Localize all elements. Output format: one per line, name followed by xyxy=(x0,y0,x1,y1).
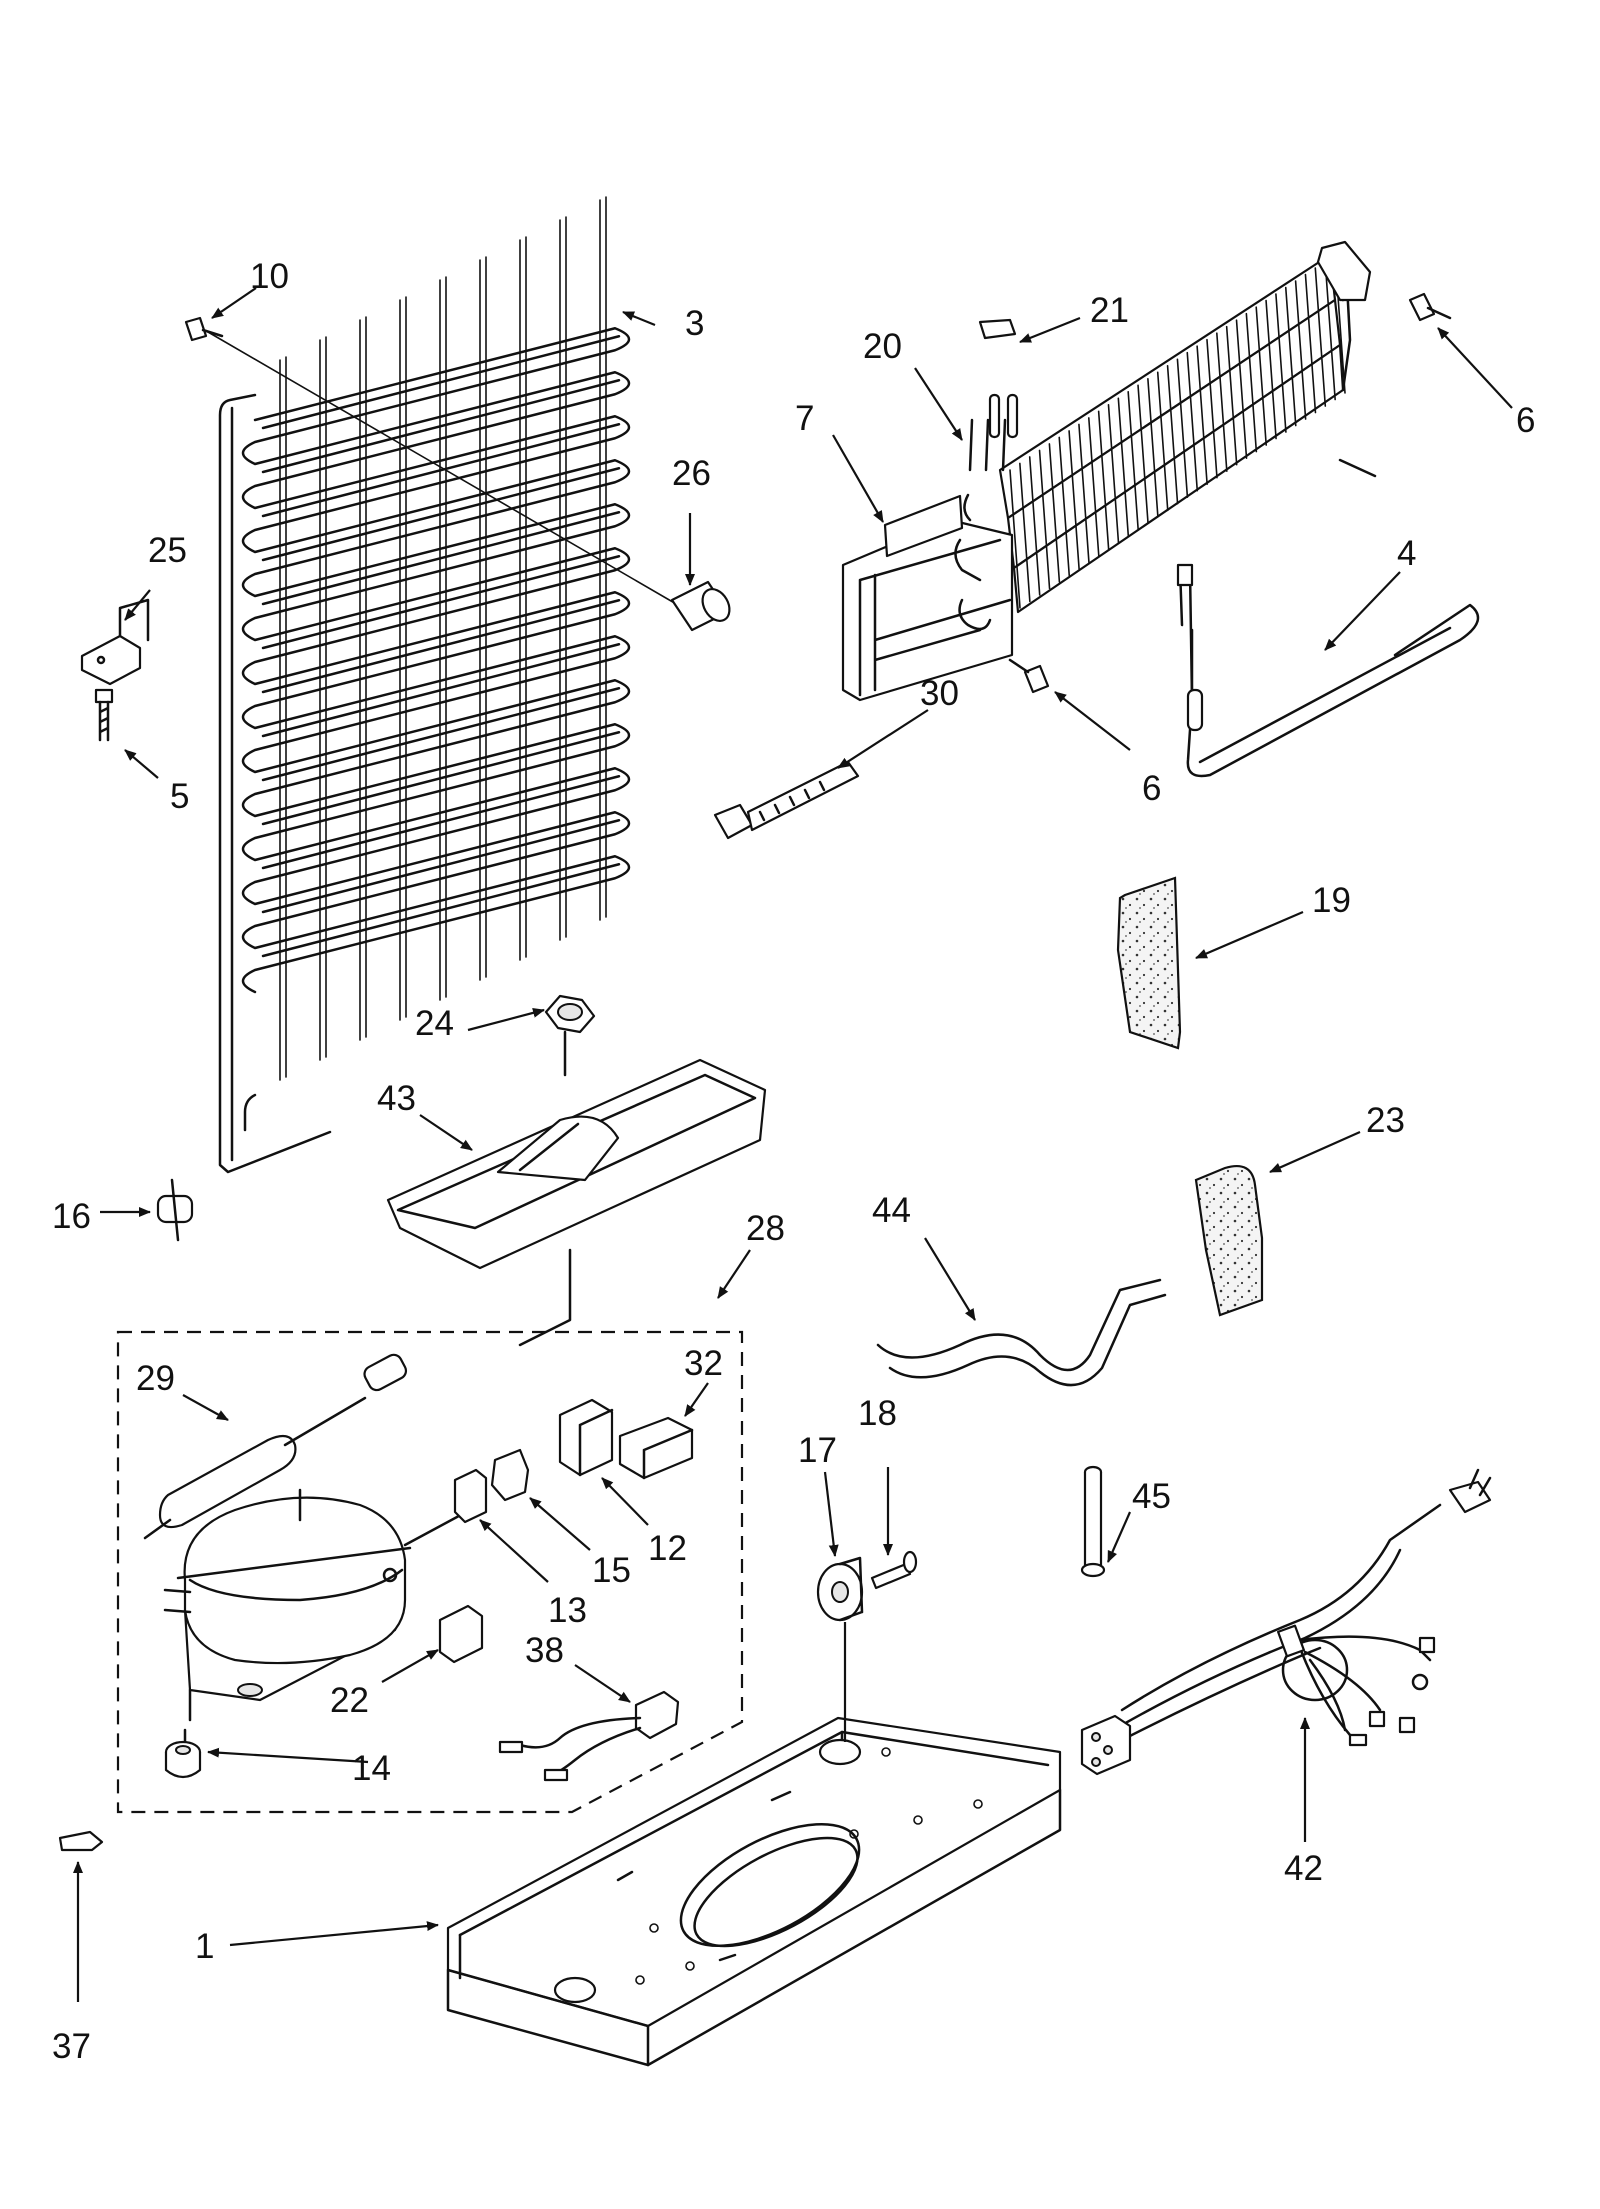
defrost-heater-4 xyxy=(1176,563,1480,778)
callout-25: 25 xyxy=(148,531,187,570)
callout-5: 5 xyxy=(170,777,189,816)
callout-3: 3 xyxy=(685,304,704,343)
callout-19: 19 xyxy=(1312,881,1351,920)
callout-37: 37 xyxy=(52,2027,91,2066)
part-15 xyxy=(490,1448,530,1502)
callout-6-top: 6 xyxy=(1516,401,1535,440)
base-pan-1 xyxy=(446,1716,1062,2067)
part-32 xyxy=(618,1416,694,1480)
part-12 xyxy=(558,1398,614,1477)
roller-17 xyxy=(816,1556,864,1622)
callout-10: 10 xyxy=(250,257,289,296)
cable-tie-30 xyxy=(713,760,860,840)
insulation-23 xyxy=(1194,1164,1264,1317)
bracket-25 xyxy=(80,598,150,686)
callout-43: 43 xyxy=(377,1079,416,1118)
callout-21: 21 xyxy=(1090,291,1129,330)
callout-23: 23 xyxy=(1366,1101,1405,1140)
callout-6-mid: 6 xyxy=(1142,769,1161,808)
part-22 xyxy=(438,1604,484,1664)
drain-pan-43 xyxy=(386,1058,767,1347)
power-harness-42 xyxy=(1080,1468,1492,1776)
callout-28: 28 xyxy=(746,1209,785,1248)
callout-26: 26 xyxy=(672,454,711,493)
clip-37 xyxy=(58,1830,104,1852)
callout-29: 29 xyxy=(136,1359,175,1398)
grommet-14 xyxy=(164,1740,202,1779)
condenser-coil xyxy=(218,196,631,1174)
callout-7: 7 xyxy=(795,399,814,438)
part-26 xyxy=(670,580,731,632)
callout-13: 13 xyxy=(548,1591,587,1630)
callout-16: 16 xyxy=(52,1197,91,1236)
callout-30: 30 xyxy=(920,674,959,713)
callout-labels: 10 3 26 25 5 16 21 20 7 6 4 6 30 19 23 2… xyxy=(52,257,1535,2066)
part-13 xyxy=(453,1468,488,1524)
callout-12: 12 xyxy=(648,1529,687,1568)
insulation-19 xyxy=(1116,876,1182,1050)
callout-20: 20 xyxy=(863,327,902,366)
compressor-kit-28 xyxy=(116,1330,744,1814)
callout-17: 17 xyxy=(798,1431,837,1470)
screw-10 xyxy=(184,316,691,613)
clip-16 xyxy=(156,1178,194,1242)
callout-22: 22 xyxy=(330,1681,369,1720)
pin-18 xyxy=(870,1550,918,1590)
callout-1: 1 xyxy=(195,1927,214,1966)
nut-24 xyxy=(544,994,596,1077)
callout-24: 24 xyxy=(415,1004,454,1043)
callout-45: 45 xyxy=(1132,1477,1171,1516)
leader-lines xyxy=(73,287,1513,2002)
callout-18: 18 xyxy=(858,1394,897,1433)
pin-45 xyxy=(1080,1465,1106,1578)
compressor xyxy=(163,1488,472,1747)
filter-drier-29 xyxy=(143,1353,408,1540)
callout-42: 42 xyxy=(1284,1849,1323,1888)
callout-44: 44 xyxy=(872,1191,911,1230)
evaporator xyxy=(841,240,1377,702)
screw-6-mid xyxy=(1008,658,1050,694)
callout-14: 14 xyxy=(352,1749,391,1788)
wire-harness-38 xyxy=(498,1690,680,1782)
screw-6-top xyxy=(1408,292,1452,322)
callout-4: 4 xyxy=(1397,534,1416,573)
drain-tube-44 xyxy=(876,1278,1167,1387)
callout-32: 32 xyxy=(684,1344,723,1383)
callout-15: 15 xyxy=(592,1551,631,1590)
screw-5 xyxy=(94,688,114,742)
callout-38: 38 xyxy=(525,1631,564,1670)
